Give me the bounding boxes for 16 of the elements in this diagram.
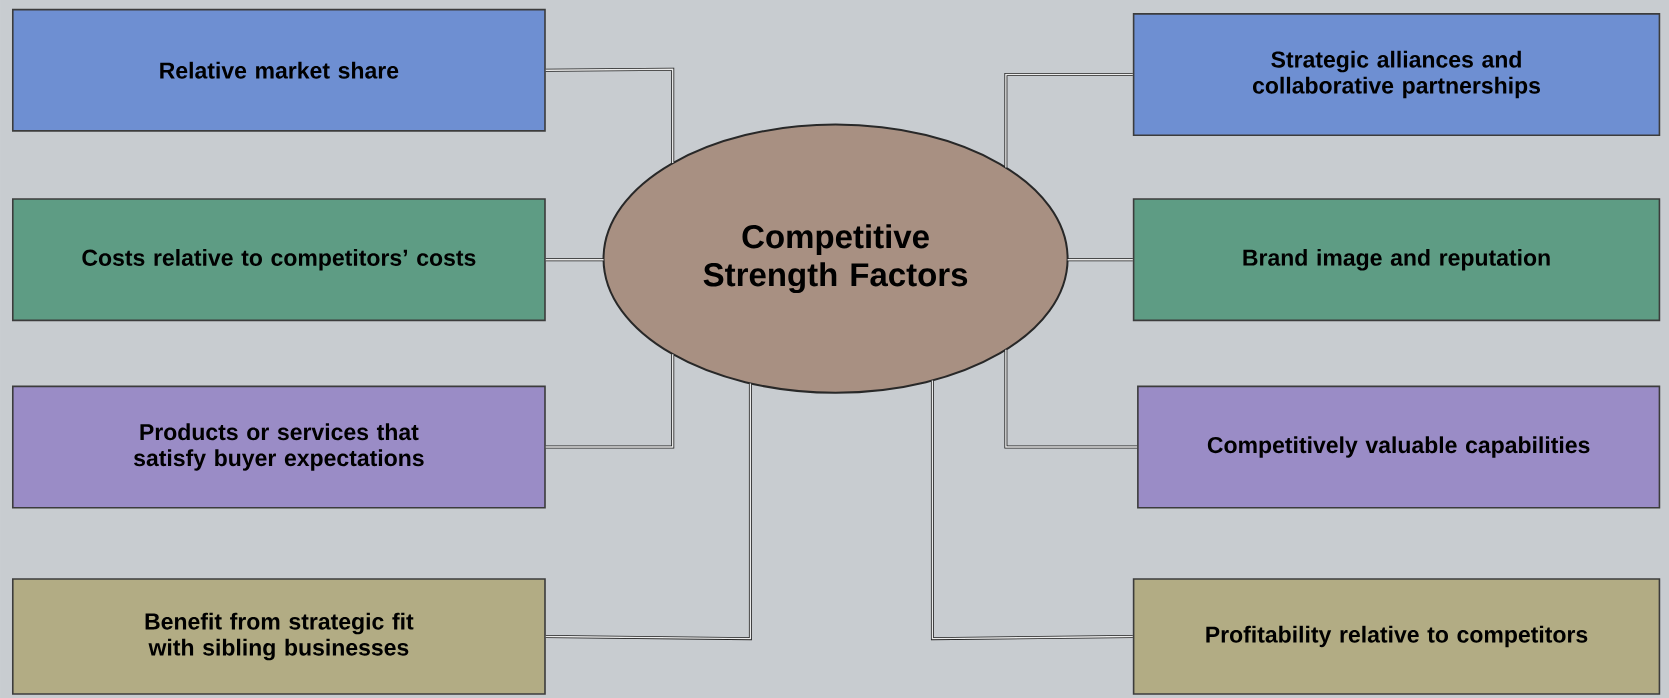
factor-box: Products or services that satisfy buyer expectations [12,385,546,509]
connector-line [545,67,675,164]
factor-box: Competitively valuable capabilities [1137,385,1661,509]
factor-box: Relative market share [12,8,546,132]
connector-line [545,353,675,449]
factor-box: Benefit from strategic fit with sibling businesses [12,578,546,695]
factor-box: Profitability relative to competitors [1132,578,1661,695]
connector-line [1004,348,1138,449]
connector-line [1066,258,1134,262]
factor-box: Brand image and reputation [1132,198,1661,322]
connector-line [1004,72,1134,169]
factor-box: Costs relative to competitors’ costs [12,198,546,322]
factor-box: Strategic alliances and collaborative partnerships [1132,12,1661,136]
connector-line [930,379,1134,641]
connector-line [545,258,605,262]
connector-line [545,382,752,641]
